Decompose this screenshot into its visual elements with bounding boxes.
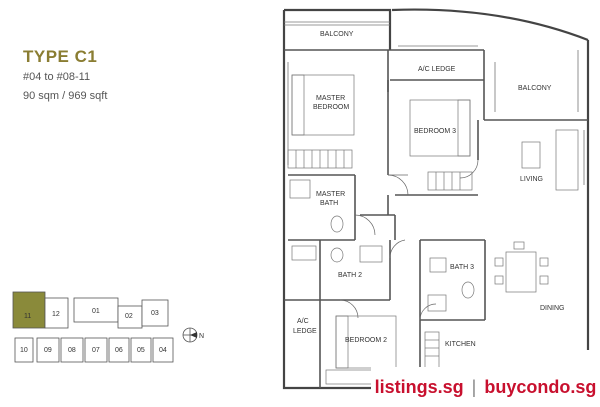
key-plan-label: 06 xyxy=(115,347,123,354)
bedroom3-bed xyxy=(409,99,473,191)
room-bedroom3: BEDROOM 3 xyxy=(414,128,456,135)
key-plan-unit xyxy=(84,337,108,363)
key-plan-label: 01 xyxy=(92,308,100,315)
room-ac-ledge-left-line1: A/C xyxy=(297,318,309,325)
key-plan-label: 09 xyxy=(44,347,52,354)
north-compass-icon xyxy=(182,327,198,343)
room-bedroom2: BEDROOM 2 xyxy=(345,337,387,344)
unit-type-title: TYPE C1 xyxy=(23,47,98,66)
key-plan-unit xyxy=(152,337,174,363)
key-plan-label: 05 xyxy=(137,347,145,354)
room-master-bath-line2: BATH xyxy=(320,200,338,207)
dining-table xyxy=(494,241,549,293)
key-plan-label: 10 xyxy=(20,347,28,354)
key-plan-unit xyxy=(14,337,34,363)
key-plan-label: 11 xyxy=(24,313,31,320)
key-plan-label: 04 xyxy=(159,347,167,354)
room-ac-ledge-left-line2: LEDGE xyxy=(293,328,317,335)
key-plan-unit xyxy=(60,337,84,363)
key-plan-unit xyxy=(36,337,60,363)
outer-walls xyxy=(282,8,590,390)
room-dining: DINING xyxy=(540,305,565,312)
key-plan-unit xyxy=(73,297,119,323)
room-living: LIVING xyxy=(520,176,543,183)
key-plan-unit-highlighted xyxy=(12,291,46,329)
key-plan-label: 12 xyxy=(52,311,60,318)
north-label: N xyxy=(199,333,204,340)
room-bath3: BATH 3 xyxy=(450,264,474,271)
key-plan-unit xyxy=(108,337,130,363)
master-bed xyxy=(287,74,355,169)
key-plan-unit xyxy=(130,337,152,363)
room-ac-ledge-top: A/C LEDGE xyxy=(418,66,456,73)
unit-floors: #04 to #08-11 xyxy=(23,71,91,83)
key-plan-label: 03 xyxy=(151,310,159,317)
key-plan-unit xyxy=(44,297,69,329)
room-bath2: BATH 2 xyxy=(338,272,362,279)
room-master-bedroom-line2: BEDROOM xyxy=(313,104,349,111)
watermark-right: buycondo.sg xyxy=(484,376,597,397)
key-plan-label: 08 xyxy=(68,347,76,354)
key-plan-label: 07 xyxy=(92,347,100,354)
living-sofa xyxy=(521,129,579,191)
room-balcony-top: BALCONY xyxy=(320,31,354,38)
key-plan-unit xyxy=(141,299,169,327)
door-swings xyxy=(339,159,479,321)
key-plan-label: 02 xyxy=(125,313,133,320)
watermark-left: listings.sg xyxy=(374,376,464,397)
kitchen-counters xyxy=(424,331,440,369)
room-master-bath-line1: MASTER xyxy=(316,191,345,198)
key-plan: 11 12 01 02 03 10 09 08 07 06 05 04 N xyxy=(12,291,204,363)
room-balcony-right: BALCONY xyxy=(518,85,552,92)
windows xyxy=(284,21,585,185)
watermark: listings.sg | buycondo.sg xyxy=(371,367,600,407)
unit-size: 90 sqm / 969 sqft xyxy=(23,90,108,102)
bath-fixtures xyxy=(289,179,475,312)
room-kitchen: KITCHEN xyxy=(445,341,476,348)
room-master-bedroom-line1: MASTER xyxy=(316,95,345,102)
interior-walls xyxy=(284,49,588,388)
watermark-separator: | xyxy=(471,376,477,397)
